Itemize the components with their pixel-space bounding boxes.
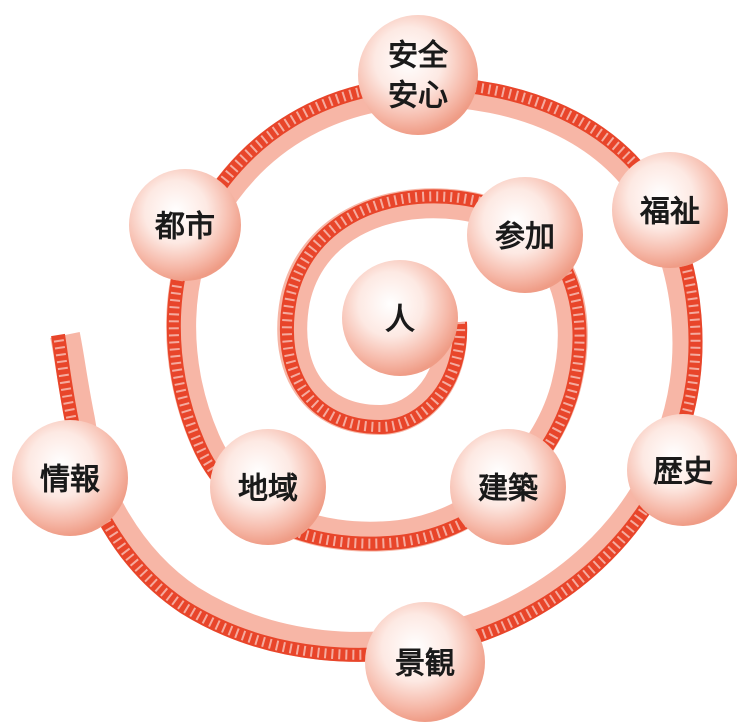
svg-text:人: 人 bbox=[385, 303, 415, 338]
node-toshi: 都市 bbox=[129, 169, 241, 281]
node-keikan: 景観 bbox=[365, 602, 485, 722]
svg-text:安全: 安全 bbox=[388, 39, 449, 74]
svg-text:情報: 情報 bbox=[40, 463, 101, 498]
svg-text:地域: 地域 bbox=[238, 472, 298, 507]
node-hito: 人 bbox=[342, 260, 458, 376]
spiral-band-texture bbox=[53, 78, 701, 660]
svg-text:都市: 都市 bbox=[154, 210, 215, 245]
svg-text:福祉: 福祉 bbox=[639, 195, 700, 230]
svg-text:建築: 建築 bbox=[478, 472, 539, 507]
node-sanka: 参加 bbox=[467, 177, 583, 293]
node-anzen-anshin: 安全 安心 bbox=[358, 15, 478, 135]
svg-text:参加: 参加 bbox=[495, 220, 555, 255]
svg-text:安心: 安心 bbox=[388, 79, 448, 114]
node-rekishi: 歴史 bbox=[627, 414, 737, 526]
node-fukushi: 福祉 bbox=[612, 152, 728, 268]
svg-text:歴史: 歴史 bbox=[653, 455, 713, 490]
node-joho: 情報 bbox=[12, 420, 128, 536]
node-chiiki: 地域 bbox=[210, 429, 326, 545]
node-kenchiku: 建築 bbox=[450, 429, 566, 545]
svg-text:景観: 景観 bbox=[395, 647, 455, 682]
